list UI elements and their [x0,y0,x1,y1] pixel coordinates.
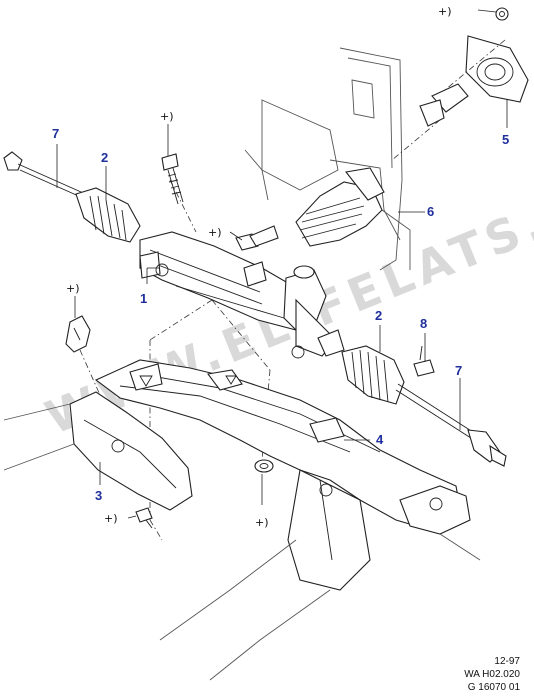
mount-bushing [254,459,274,473]
callout-2-right: 2 [375,308,382,323]
leader-lines [56,9,508,519]
boot-clip [413,345,435,377]
torque-marker: +) [208,226,222,239]
mounting-bracket [3,391,193,511]
torque-marker: +) [66,282,80,295]
callout-6: 6 [427,204,434,219]
drawing-code: WA H02.020 [464,669,520,680]
bracket-bolt [135,507,153,529]
callout-8: 8 [420,316,427,331]
steering-rack-housing [139,231,345,359]
flange-nut [495,7,509,21]
crossmember-lower [159,469,481,681]
callout-4: 4 [376,432,384,447]
drawing-date: 12-97 [494,656,520,667]
steering-column-flange [465,7,529,103]
callout-3: 3 [95,488,102,503]
crossmember [94,359,463,531]
callout-7-left: 7 [52,126,59,141]
callout-7-right: 7 [455,363,462,378]
callout-5: 5 [502,132,509,147]
callouts: 1 2 2 3 4 5 6 7 7 8 [52,126,509,503]
drawing-reference: 12-97 WA H02.020 G 16070 01 [464,655,520,694]
bolt-front [235,225,279,251]
torque-marker: +) [104,512,118,525]
mounting-clamp [65,315,91,353]
right-boot [341,345,405,405]
intermediate-shaft [391,83,469,161]
right-tie-rod [395,383,507,467]
callout-2-left: 2 [101,150,108,165]
left-boot [75,187,141,243]
callout-1: 1 [140,291,147,306]
torque-marker: +) [438,5,452,18]
pinion-boot [295,167,385,247]
bolt-upper-rack [161,153,184,205]
drawing-number: G 16070 01 [467,682,520,693]
torque-marker: +) [255,516,269,529]
torque-markers: +) +) +) +) +) +) [66,5,452,529]
torque-marker: +) [160,110,174,123]
